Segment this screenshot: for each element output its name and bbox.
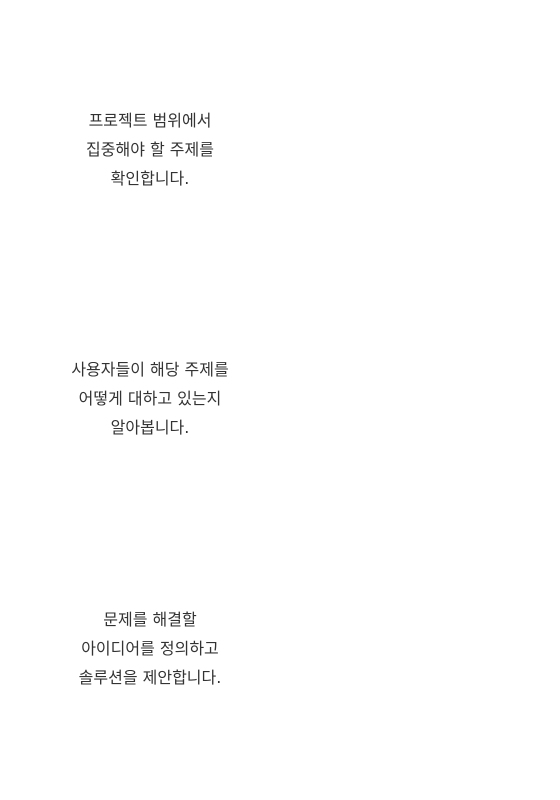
step-3-line-1: 문제를 해결할: [103, 610, 197, 629]
step-3-line-3: 솔루션을 제안합니다.: [78, 668, 222, 687]
step-3-line-2: 아이디어를 정의하고: [81, 639, 219, 658]
step-3-description: 문제를 해결할 아이디어를 정의하고 솔루션을 제안합니다.: [0, 605, 300, 692]
step-2-description: 사용자들이 해당 주제를 어떻게 대하고 있는지 알아봅니다.: [0, 355, 300, 442]
step-2-line-1: 사용자들이 해당 주제를: [71, 360, 229, 379]
step-1-line-3: 확인합니다.: [110, 169, 190, 188]
step-2-line-2: 어떻게 대하고 있는지: [78, 389, 222, 408]
step-1-line-1: 프로젝트 범위에서: [88, 111, 212, 130]
step-1-line-2: 집중해야 할 주제를: [86, 140, 214, 159]
step-2-line-3: 알아봅니다.: [110, 418, 190, 437]
step-1-description: 프로젝트 범위에서 집중해야 할 주제를 확인합니다.: [0, 106, 300, 193]
